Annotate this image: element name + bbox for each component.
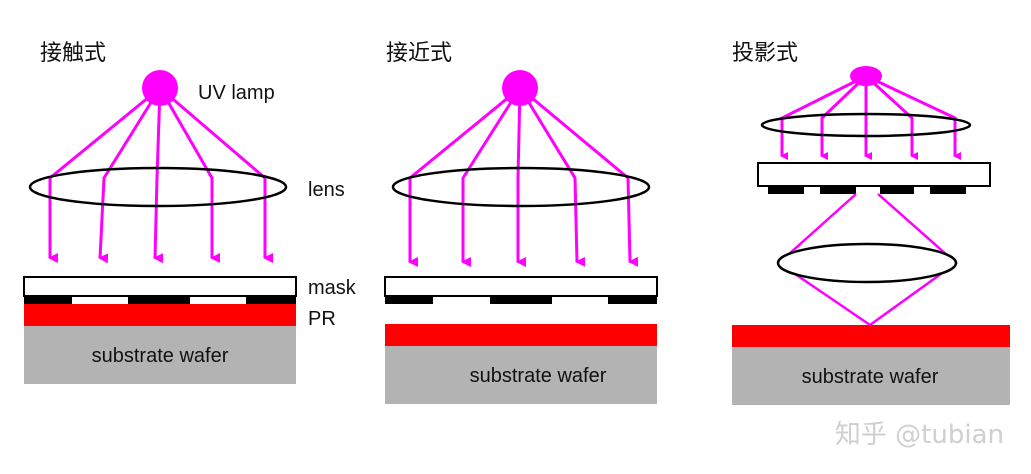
mask-pattern-block — [246, 296, 296, 304]
light-ray — [158, 87, 220, 263]
mask-pattern — [768, 186, 966, 194]
lens-shape — [391, 166, 651, 208]
mask-pattern-block — [768, 186, 804, 194]
mask-pattern-block — [385, 296, 433, 304]
panel-title-projection: 投影式 — [732, 41, 798, 66]
panel-projection: 投影式 substrate wafer — [732, 41, 1010, 405]
panel-contact: 接触式 UV lamp lens mask PR substrate wafer — [23, 41, 357, 384]
photoresist-layer — [732, 325, 1010, 347]
substrate-label: substrate wafer — [802, 366, 939, 388]
photoresist-layer — [385, 324, 657, 346]
mask-pattern-block — [490, 296, 552, 304]
mask-plate — [23, 276, 297, 297]
light-ray — [159, 86, 273, 263]
pr-label: PR — [308, 308, 336, 330]
substrate-wafer — [385, 346, 657, 404]
mask-label: mask — [308, 277, 357, 299]
projection-lens-shape — [776, 242, 958, 284]
photoresist-layer — [24, 304, 296, 326]
substrate-wafer — [732, 347, 1010, 405]
light-ray — [519, 86, 639, 267]
light-ray — [153, 87, 164, 264]
light-ray — [98, 87, 162, 264]
uv-lamp-label: UV lamp — [198, 82, 275, 104]
substrate-label: substrate wafer — [92, 345, 229, 367]
light-ray — [865, 74, 961, 160]
mask-pattern-block — [820, 186, 856, 194]
condenser-lens-shape — [760, 112, 972, 138]
substrate-label: substrate wafer — [470, 365, 607, 387]
mask-pattern-block — [880, 186, 914, 194]
mask-pattern-block — [128, 296, 190, 304]
substrate-wafer — [24, 326, 296, 384]
panel-title-proximity: 接近式 — [386, 41, 452, 66]
lens-shape — [28, 166, 288, 208]
mask-pattern-block — [930, 186, 966, 194]
mask-pattern-block — [24, 296, 72, 304]
mask-plate — [384, 276, 658, 297]
light-ray — [461, 87, 522, 267]
light-rays — [408, 86, 639, 267]
light-ray — [516, 87, 526, 267]
light-ray — [518, 87, 586, 267]
light-ray — [820, 74, 868, 160]
lens-label: lens — [308, 179, 345, 201]
light-ray — [864, 74, 918, 160]
panel-title-contact: 接触式 — [40, 41, 106, 66]
mask-pattern-block — [608, 296, 657, 304]
panel-proximity: 接近式 substrate wafer — [384, 41, 658, 404]
mask-pattern — [385, 296, 657, 304]
mask-plate — [757, 162, 991, 187]
mask-pattern — [24, 296, 296, 304]
watermark-text: 知乎 @tubian — [835, 420, 1004, 450]
light-rays — [48, 86, 273, 264]
